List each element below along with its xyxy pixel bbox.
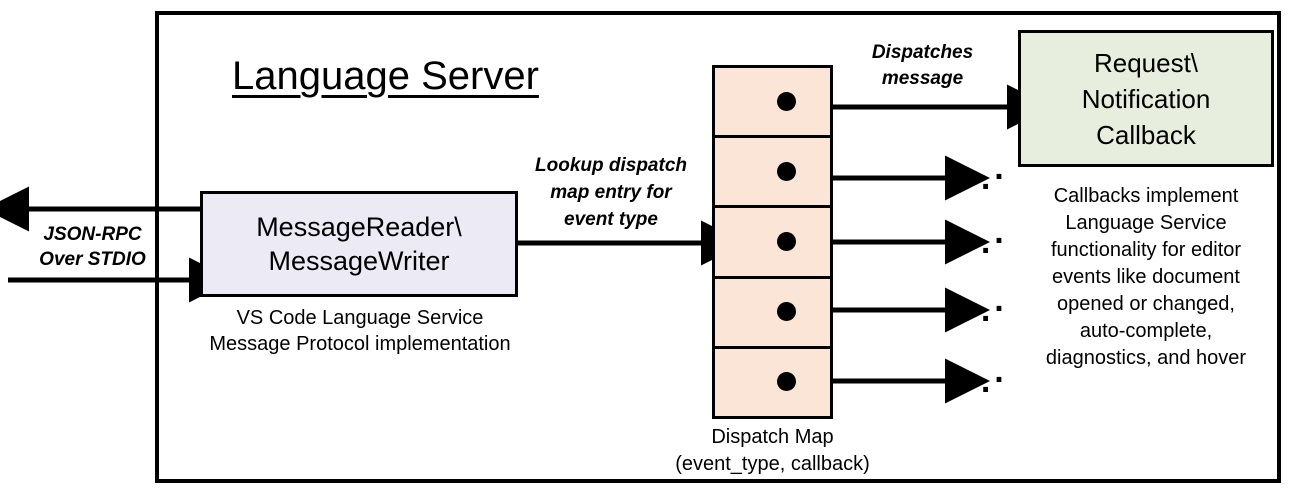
callback-box-line-2: Notification: [1081, 83, 1211, 114]
lookup-label-line-1: Lookup dispatch: [535, 155, 687, 176]
message-reader-writer-title: MessageReader\ MessageWriter: [256, 210, 462, 278]
message-caption-line-2: Message Protocol implementation: [209, 333, 511, 355]
callback-pointer-dot-icon: [777, 232, 796, 251]
json-rpc-label-line-2: Over STDIO: [39, 249, 146, 270]
callback-caption-line-2: Language Service: [1065, 212, 1227, 234]
dispatch-map-row[interactable]: [715, 348, 830, 417]
callback-caption-line-5: opened or changed,: [1057, 293, 1235, 315]
dispatch-map-caption-line-1: Dispatch Map: [711, 426, 834, 448]
lookup-dispatch-label: Lookup dispatch map entry for event type: [516, 152, 706, 233]
dispatch-map-row[interactable]: [715, 278, 830, 349]
callback-caption-line-1: Callbacks implement: [1053, 185, 1239, 207]
message-box-line-2: MessageWriter: [268, 246, 450, 276]
message-reader-writer-caption: VS Code Language Service Message Protoco…: [185, 305, 535, 357]
ellipsis-row-3: · · ·: [967, 222, 1009, 270]
dispatch-map-row[interactable]: [715, 68, 830, 139]
callback-pointer-dot-icon: [777, 302, 796, 322]
dispatches-message-label: Dispatches message: [835, 40, 1010, 92]
callback-caption: Callbacks implement Language Service fun…: [1008, 183, 1284, 372]
json-rpc-channel-label: JSON-RPC Over STDIO: [20, 222, 165, 272]
dispatches-label-line-2: message: [881, 68, 964, 89]
callback-caption-line-6: auto-complete,: [1079, 320, 1213, 342]
message-caption-line-1: VS Code Language Service: [236, 307, 484, 329]
callback-pointer-dot-icon: [777, 91, 796, 111]
message-reader-writer-box[interactable]: MessageReader\ MessageWriter: [200, 191, 518, 297]
callback-box-line-3: Callback: [1096, 119, 1196, 150]
lookup-label-line-2: map entry for: [550, 182, 672, 203]
callback-box-title: Request\ Notification Callback: [1082, 45, 1211, 153]
lookup-label-line-3: event type: [564, 209, 658, 230]
callback-pointer-dot-icon: [777, 372, 796, 392]
dispatch-map-table[interactable]: [712, 65, 833, 419]
callback-caption-line-7: diagnostics, and hover: [1045, 347, 1247, 369]
callback-caption-line-4: events like document: [1052, 266, 1240, 288]
ellipsis-row-2: · · ·: [967, 158, 1009, 206]
callback-box-line-1: Request\: [1093, 47, 1199, 78]
dispatch-map-row[interactable]: [715, 138, 830, 209]
ellipsis-row-4: · · ·: [967, 290, 1009, 338]
diagram-title: Language Server: [232, 54, 539, 98]
dispatch-map-caption: Dispatch Map (event_type, callback): [645, 424, 900, 478]
dispatches-label-line-1: Dispatches: [871, 42, 974, 63]
callback-caption-line-3: functionality for editor: [1050, 239, 1242, 261]
callback-pointer-dot-icon: [777, 161, 796, 181]
message-box-line-1: MessageReader\: [256, 212, 462, 242]
dispatch-map-row[interactable]: [715, 208, 830, 279]
language-server-boundary: [155, 11, 1281, 483]
dispatch-map-caption-line-2: (event_type, callback): [675, 453, 870, 475]
ellipsis-row-5: · · ·: [967, 361, 1009, 409]
request-notification-callback-box[interactable]: Request\ Notification Callback: [1018, 30, 1274, 167]
json-rpc-label-line-1: JSON-RPC: [43, 224, 142, 245]
